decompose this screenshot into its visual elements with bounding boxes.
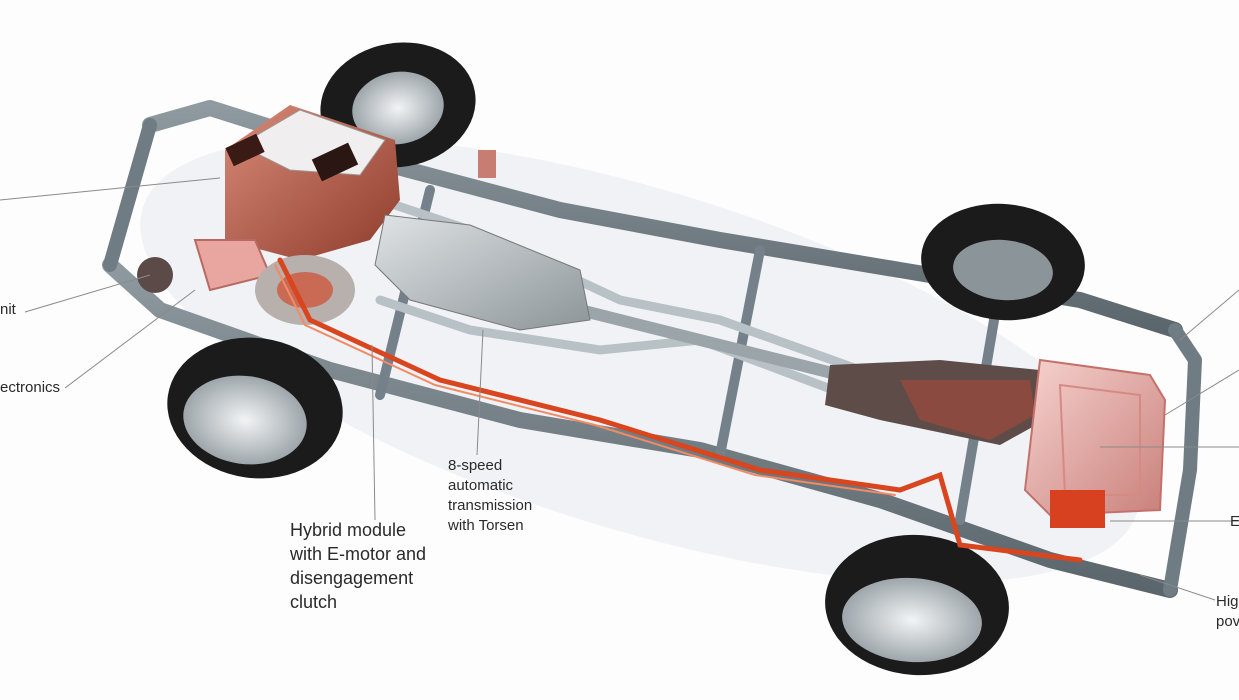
v6-engine: [225, 105, 400, 260]
prop-shaft: [574, 304, 846, 381]
callout-lines: [0, 177, 1239, 601]
right-e-label-fragment: E: [1230, 513, 1239, 530]
eight-speed-transmission: [374, 214, 591, 331]
hybrid-module-label: Hybrid module with E-motor and disengage…: [290, 520, 427, 612]
wheel-rear-right: [825, 534, 1009, 676]
wheel-rear-left: [921, 203, 1085, 321]
skid-plate: [825, 360, 1045, 445]
high-voltage-cable: [274, 257, 1083, 563]
unit-label-fragment: nit: [0, 301, 16, 318]
battery-pack: [1023, 358, 1167, 528]
electronics-label-fragment: ectronics: [0, 379, 61, 396]
transmission-label: 8-speed automatic transmission with Tors…: [448, 457, 533, 534]
high-voltage-label-fragment: Hig pov: [1216, 593, 1239, 630]
wheel-front-right: [167, 337, 343, 479]
brake-reservoir: [478, 150, 496, 178]
